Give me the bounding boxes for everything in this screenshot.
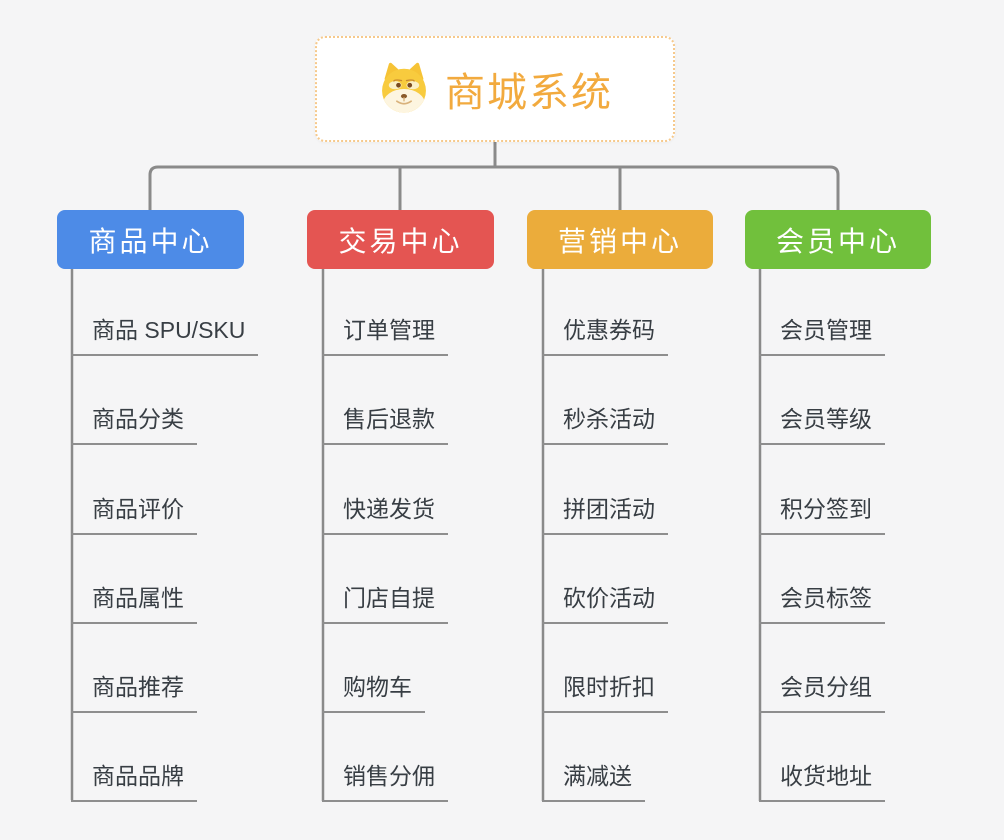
leaf-node[interactable]: 优惠券码 <box>542 313 668 356</box>
leaf-node[interactable]: 门店自提 <box>322 581 448 624</box>
leaf-node[interactable]: 售后退款 <box>322 402 448 445</box>
leaf-node[interactable]: 会员标签 <box>759 581 885 624</box>
leaf-node[interactable]: 会员管理 <box>759 313 885 356</box>
leaf-node[interactable]: 秒杀活动 <box>542 402 668 445</box>
branch-label: 会员中心 <box>775 225 900 257</box>
branch-label: 营销中心 <box>557 225 682 257</box>
branch-member-center[interactable]: 会员中心 <box>745 210 931 269</box>
leaf-node[interactable]: 购物车 <box>322 670 425 713</box>
branch-trade-center[interactable]: 交易中心 <box>307 210 494 269</box>
leaf-node[interactable]: 收货地址 <box>759 759 885 802</box>
leaf-node[interactable]: 满减送 <box>542 759 645 802</box>
leaf-node[interactable]: 砍价活动 <box>542 581 668 624</box>
leaf-node[interactable]: 快递发货 <box>322 492 448 535</box>
leaf-node[interactable]: 商品属性 <box>71 581 197 624</box>
branch-product-center[interactable]: 商品中心 <box>57 210 244 269</box>
leaf-node[interactable]: 会员分组 <box>759 670 885 713</box>
doge-face-icon <box>382 62 426 113</box>
leaf-node[interactable]: 商品品牌 <box>71 759 197 802</box>
leaf-node[interactable]: 商品分类 <box>71 402 197 445</box>
leaf-node[interactable]: 订单管理 <box>322 313 448 356</box>
root-title: 商城系统 <box>445 71 613 115</box>
branch-label: 商品中心 <box>88 225 213 257</box>
branch-label: 交易中心 <box>338 225 463 257</box>
leaf-node[interactable]: 拼团活动 <box>542 492 668 535</box>
leaf-node[interactable]: 商品推荐 <box>71 670 197 713</box>
leaf-node[interactable]: 商品评价 <box>71 492 197 535</box>
root-node[interactable]: 商城系统 <box>315 36 675 142</box>
leaf-node[interactable]: 销售分佣 <box>322 759 448 802</box>
leaf-node[interactable]: 会员等级 <box>759 402 885 445</box>
leaf-node[interactable]: 商品 SPU/SKU <box>71 313 259 356</box>
branch-marketing-center[interactable]: 营销中心 <box>527 210 713 269</box>
leaf-node[interactable]: 限时折扣 <box>542 670 668 713</box>
leaf-node[interactable]: 积分签到 <box>759 492 885 535</box>
